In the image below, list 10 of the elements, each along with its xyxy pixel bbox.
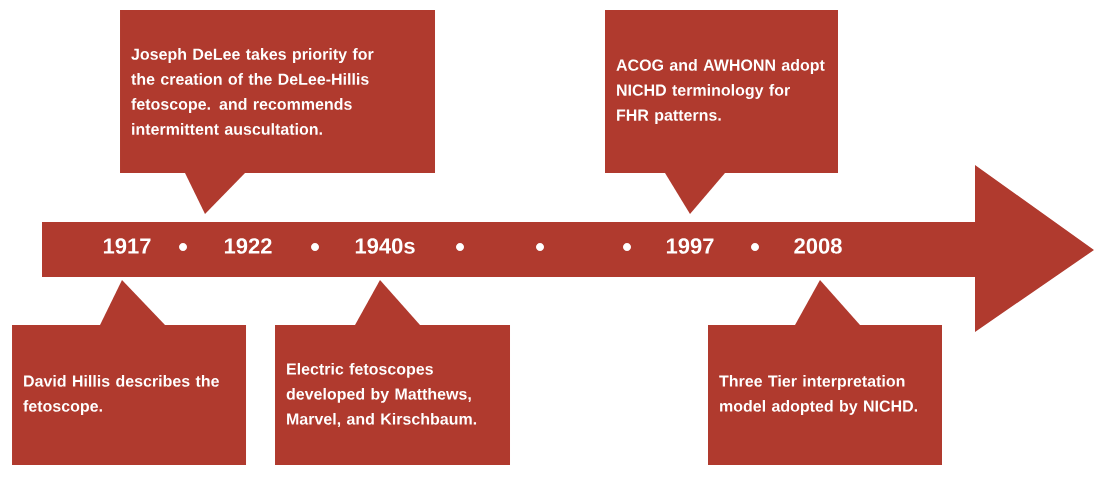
- callout-box: Three Tier interpretation model adopted by NICHD.: [708, 280, 942, 465]
- year-label: 1997: [666, 238, 714, 254]
- year-label: 1917: [103, 238, 151, 254]
- year-label: 1940s: [355, 238, 415, 254]
- callout-box: Electric fetoscopes developed by Matthews, Marvel, and Kirschbaum.: [275, 280, 510, 465]
- callout-box: Joseph DeLee takes priority for the creation of the DeLee-Hillis fetoscope. and recommends intermittent auscultation.: [120, 10, 435, 214]
- year-label: 1922: [224, 238, 272, 254]
- year-label: 2008: [794, 238, 842, 254]
- callout-box: David Hillis describes the fetoscope.: [12, 280, 246, 465]
- callout-box: ACOG and AWHONN adopt NICHD terminology for FHR patterns.: [605, 10, 838, 214]
